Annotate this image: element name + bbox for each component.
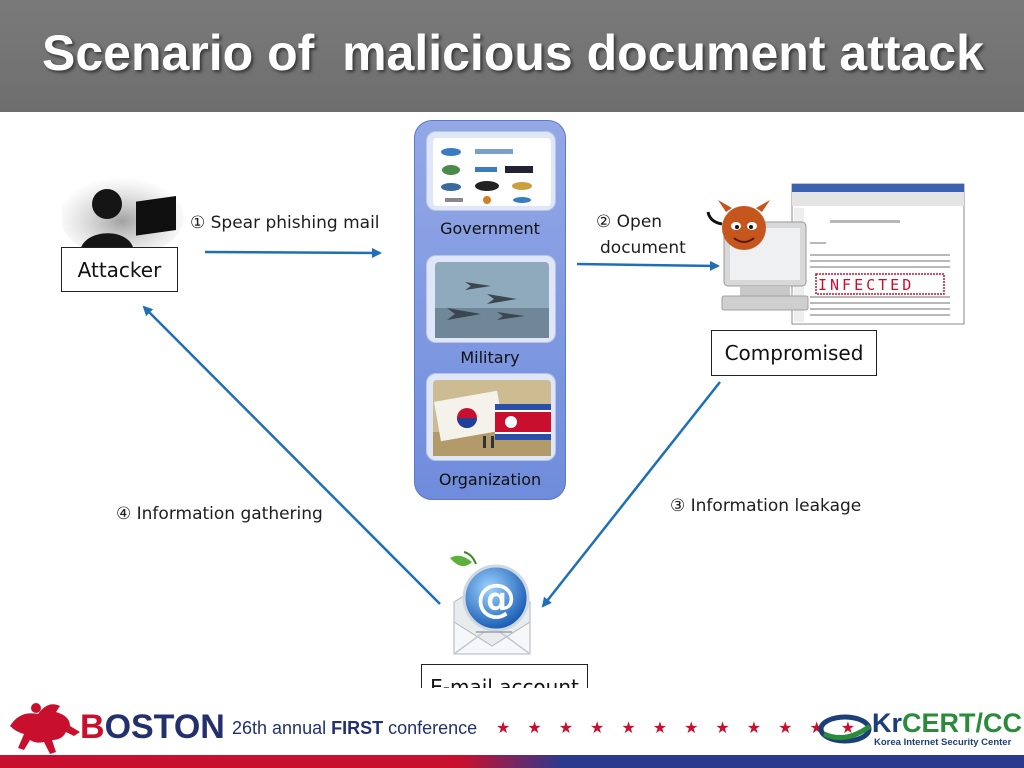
krcert-swoosh-logo bbox=[818, 714, 872, 744]
infected-computer-icon bbox=[706, 183, 965, 325]
conference-suffix: conference bbox=[383, 718, 478, 738]
conference-prefix: 26th annual bbox=[232, 718, 332, 738]
krcert-cert: CERT/CC bbox=[902, 708, 1023, 738]
running-horse-logo bbox=[10, 703, 80, 754]
node-government: Government bbox=[440, 219, 540, 238]
star-row: ★★★★★★★★★★★★ bbox=[496, 720, 873, 737]
slide-title: Scenario of malicious document attack bbox=[42, 25, 984, 81]
conference-name: 26th annual FIRST conference bbox=[232, 718, 477, 739]
military-jets-image bbox=[426, 255, 556, 343]
title-bar bbox=[0, 0, 1024, 112]
edge-label-step2-line2: document bbox=[600, 238, 686, 258]
arrow-step3 bbox=[541, 381, 721, 608]
node-attacker: Attacker bbox=[61, 247, 178, 292]
krcert-kr: Kr bbox=[872, 708, 903, 738]
node-organization: Organization bbox=[438, 470, 542, 489]
boston-wordmark: BOSTON bbox=[80, 708, 225, 747]
krcert-wordmark: KrCERT/CC bbox=[872, 708, 1022, 739]
email-envelope-icon: @ bbox=[450, 551, 531, 655]
krcert-subtitle: Korea Internet Security Center bbox=[874, 737, 1012, 748]
footer-bar bbox=[0, 688, 1024, 768]
arrow-step4 bbox=[142, 305, 441, 605]
edge-label-step4: ④ Information gathering bbox=[116, 504, 323, 524]
boston-rest: OSTON bbox=[104, 708, 225, 746]
edge-label-step2-line1: ② Open bbox=[596, 212, 663, 232]
arrow-step1 bbox=[204, 247, 382, 258]
edge-label-step1: ① Spear phishing mail bbox=[190, 213, 380, 233]
footer-stripe bbox=[0, 755, 1024, 768]
infected-stamp: INFECTED bbox=[818, 276, 915, 294]
conference-first: FIRST bbox=[331, 718, 384, 738]
organization-flags-image bbox=[426, 373, 556, 461]
arrow-step2 bbox=[576, 260, 720, 271]
edge-label-step3: ③ Information leakage bbox=[670, 496, 862, 516]
node-military: Military bbox=[460, 348, 520, 367]
attacker-icon bbox=[62, 177, 184, 252]
svg-text:@: @ bbox=[476, 576, 516, 622]
boston-first-letter: B bbox=[80, 708, 105, 746]
node-compromised: Compromised bbox=[711, 330, 877, 376]
government-logos-image bbox=[426, 131, 556, 211]
